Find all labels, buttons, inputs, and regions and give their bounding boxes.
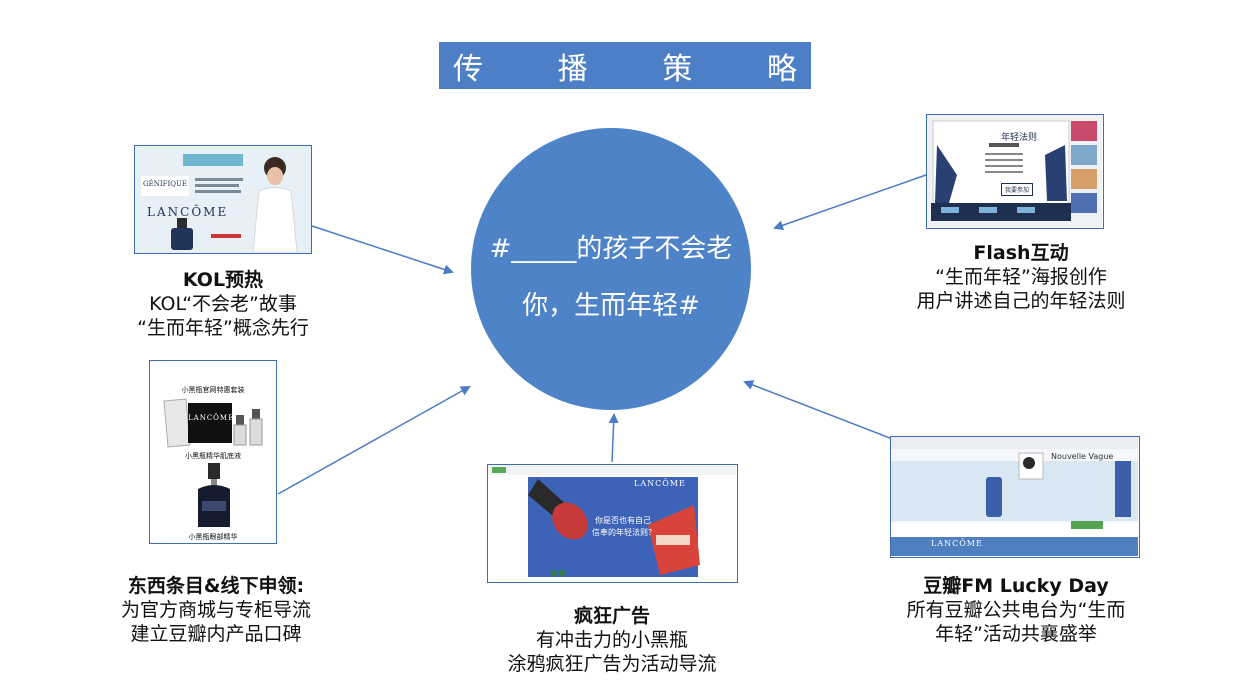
kol-line-2: “生而年轻”概念先行 bbox=[137, 317, 309, 339]
offline-caption: 东西条目&线下申领: 为官方商城与专柜导流 建立豆瓣内产品口碑 bbox=[96, 574, 336, 646]
flash-line-1: “生而年轻”海报创作 bbox=[935, 266, 1107, 288]
offline-heading: 东西条目&线下申领: bbox=[127, 575, 305, 597]
fm-line-2: 年轻”活动共襄盛举 bbox=[935, 623, 1097, 645]
ad-heading: 疯狂广告 bbox=[573, 605, 650, 627]
flash-caption: Flash互动 “生而年轻”海报创作 用户讲述自己的年轻法则 bbox=[890, 241, 1152, 313]
flash-poster-image bbox=[927, 115, 1102, 227]
offline-line-2: 建立豆瓣内产品口碑 bbox=[130, 623, 302, 645]
title-char-3: 策 bbox=[662, 51, 693, 87]
offline-thumbnail: 小黑瓶官网特惠套装 LANCÔME 小黑瓶精华肌底液 小黑瓶眼部精华 bbox=[149, 360, 277, 544]
center-circle: #_____的孩子不会老 你，生而年轻# bbox=[471, 128, 751, 410]
kol-caption: KOL预热 KOL“不会老”故事 “生而年轻”概念先行 bbox=[103, 268, 343, 340]
flash-line-2: 用户讲述自己的年轻法则 bbox=[916, 290, 1126, 312]
fm-heading: 豆瓣FM Lucky Day bbox=[923, 575, 1109, 597]
fm-line-1: 所有豆瓣公共电台为“生而 bbox=[906, 599, 1126, 621]
ad-brand: LANCÔME bbox=[634, 479, 686, 488]
ad-poster-text-2: 信奉的年轻法则？ bbox=[592, 528, 656, 537]
title-char-4: 略 bbox=[766, 51, 797, 87]
title-char-2: 播 bbox=[557, 51, 588, 87]
flash-poster-title: 年轻法则 bbox=[1001, 133, 1038, 143]
fm-brand: LANCÔME bbox=[931, 539, 983, 548]
ad-poster-image bbox=[488, 465, 736, 577]
kol-heading: KOL预热 bbox=[182, 269, 264, 291]
offline-brand: LANCÔME bbox=[188, 414, 235, 422]
arrow-ad bbox=[608, 413, 619, 463]
ad-poster-text-1: 你是否也有自己 bbox=[595, 516, 651, 525]
offline-line-1: 为官方商城与专柜导流 bbox=[120, 599, 311, 621]
arrow-offline bbox=[277, 386, 471, 495]
offline-thumb-bottom: 小黑瓶眼部精华 bbox=[188, 533, 238, 541]
arrow-kol bbox=[311, 225, 454, 275]
title-bar: 传 播 策 略 bbox=[439, 42, 811, 89]
flash-thumbnail: 年轻法则 我要参加 bbox=[926, 114, 1104, 229]
ad-caption: 疯狂广告 有冲击力的小黑瓶 涂鸦疯狂广告为活动导流 bbox=[480, 604, 744, 676]
offline-set-image bbox=[163, 398, 263, 448]
kol-product: GÉNIFIQUE bbox=[143, 180, 187, 188]
center-line-1: #_____的孩子不会老 bbox=[489, 234, 733, 264]
fm-song: Nouvelle Vague bbox=[1051, 452, 1114, 461]
flash-heading: Flash互动 bbox=[973, 242, 1069, 264]
ad-line-1: 有冲击力的小黑瓶 bbox=[535, 629, 688, 651]
fm-thumbnail: Nouvelle Vague LANCÔME bbox=[890, 436, 1140, 558]
kol-poster-image bbox=[135, 146, 310, 253]
kol-line-1: KOL“不会老”故事 bbox=[149, 293, 297, 315]
offline-bottle-image bbox=[198, 463, 230, 527]
offline-thumb-top: 小黑瓶官网特惠套装 bbox=[181, 386, 245, 394]
fm-caption: 豆瓣FM Lucky Day 所有豆瓣公共电台为“生而 年轻”活动共襄盛举 bbox=[876, 574, 1156, 646]
title-char-1: 传 bbox=[453, 51, 483, 87]
flash-join-button[interactable]: 我要参加 bbox=[1001, 183, 1034, 196]
kol-brand: LANCÔME bbox=[147, 205, 229, 219]
center-line-2: 你，生而年轻# bbox=[522, 291, 700, 321]
arrow-fm bbox=[743, 380, 891, 439]
arrow-flash bbox=[773, 174, 927, 231]
ad-thumbnail: 你是否也有自己 信奉的年轻法则？ LANCÔME bbox=[487, 464, 738, 583]
kol-thumbnail: LANCÔME GÉNIFIQUE bbox=[134, 145, 312, 254]
ad-line-2: 涂鸦疯狂广告为活动导流 bbox=[507, 653, 717, 675]
fm-page-image bbox=[891, 437, 1138, 556]
offline-thumb-mid: 小黑瓶精华肌底液 bbox=[185, 452, 241, 460]
